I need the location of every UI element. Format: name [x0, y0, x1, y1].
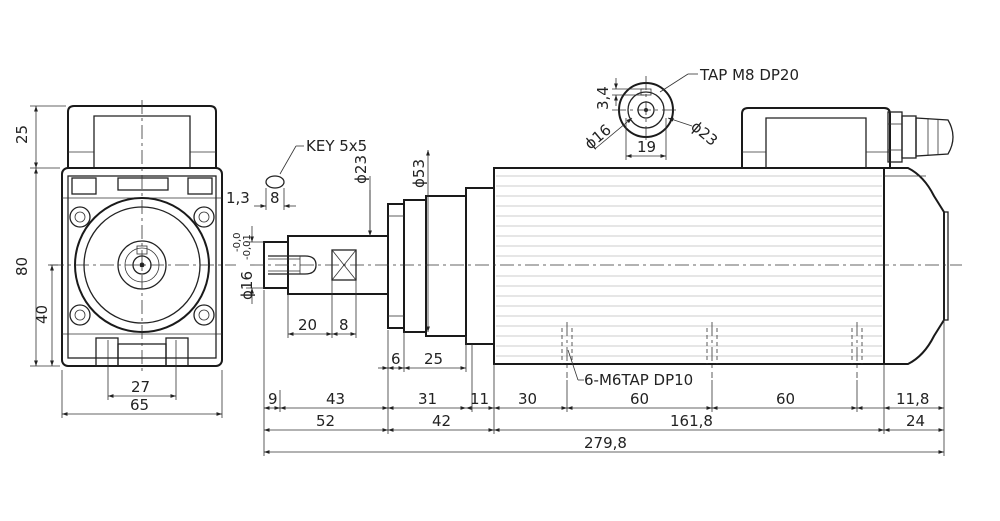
key-label: KEY 5x5 — [306, 137, 367, 155]
dim-31: 31 — [418, 390, 437, 408]
end-dim-3-4: 3,4 — [594, 86, 612, 110]
side-view — [250, 107, 962, 378]
dim-279-8: 279,8 — [584, 434, 627, 452]
dim-v40: 40 — [33, 305, 51, 324]
tap-front-label: TAP M8 DP20 — [699, 66, 799, 84]
dim-6: 6 — [391, 350, 401, 368]
dim-24: 24 — [906, 412, 925, 430]
side-annotations: KEY 5x5 1,3 8 ϕ16 -0,0 -0,01 ϕ23 ϕ53 20 … — [226, 137, 693, 389]
end-dia-23: ϕ23 — [687, 117, 721, 149]
shaft-tol-upper: -0,0 — [232, 232, 243, 252]
front-dimensions: 25 80 40 27 65 — [13, 105, 223, 418]
dim-20: 20 — [298, 316, 317, 334]
end-width-19: 19 — [637, 138, 656, 156]
dim-42: 42 — [432, 412, 451, 430]
side-top-bracket — [741, 107, 891, 168]
shaft-tol-lower: -0,01 — [242, 234, 253, 260]
dim-8: 8 — [339, 316, 349, 334]
bottom-dimensions: 9 43 31 11 30 60 60 11,8 52 42 161,8 24 … — [263, 290, 945, 456]
end-cap — [884, 167, 949, 365]
dim-key-8: 8 — [270, 189, 280, 207]
cable-gland — [887, 111, 954, 163]
dia-53-label: ϕ53 — [410, 159, 428, 188]
dim-v25: 25 — [13, 125, 31, 144]
end-dia-16: ϕ16 — [581, 121, 615, 153]
dim-60b: 60 — [776, 390, 795, 408]
dia-23-label: ϕ23 — [352, 155, 370, 184]
shaft-diameter: ϕ16 — [238, 271, 256, 300]
dim-v80: 80 — [13, 257, 31, 276]
dim-11: 11 — [470, 390, 489, 408]
end-detail-view: 19 3,4 ϕ16 ϕ23 TAP M8 DP20 — [581, 66, 799, 160]
dim-52: 52 — [316, 412, 335, 430]
side-tap-holes — [561, 322, 863, 378]
dim-h27: 27 — [131, 378, 150, 396]
main-body — [493, 107, 891, 378]
dim-161-8: 161,8 — [670, 412, 713, 430]
front-view — [50, 100, 236, 372]
cooling-fins — [496, 175, 882, 357]
dim-25: 25 — [424, 350, 443, 368]
dim-43: 43 — [326, 390, 345, 408]
dim-1-3: 1,3 — [226, 189, 250, 207]
dim-30: 30 — [518, 390, 537, 408]
dim-h65: 65 — [130, 396, 149, 414]
tap-side-label: 6-M6TAP DP10 — [584, 371, 693, 389]
dim-9: 9 — [268, 390, 278, 408]
dim-11-8: 11,8 — [896, 390, 929, 408]
dim-60a: 60 — [630, 390, 649, 408]
flange — [387, 187, 495, 345]
front-bolts — [69, 206, 215, 326]
